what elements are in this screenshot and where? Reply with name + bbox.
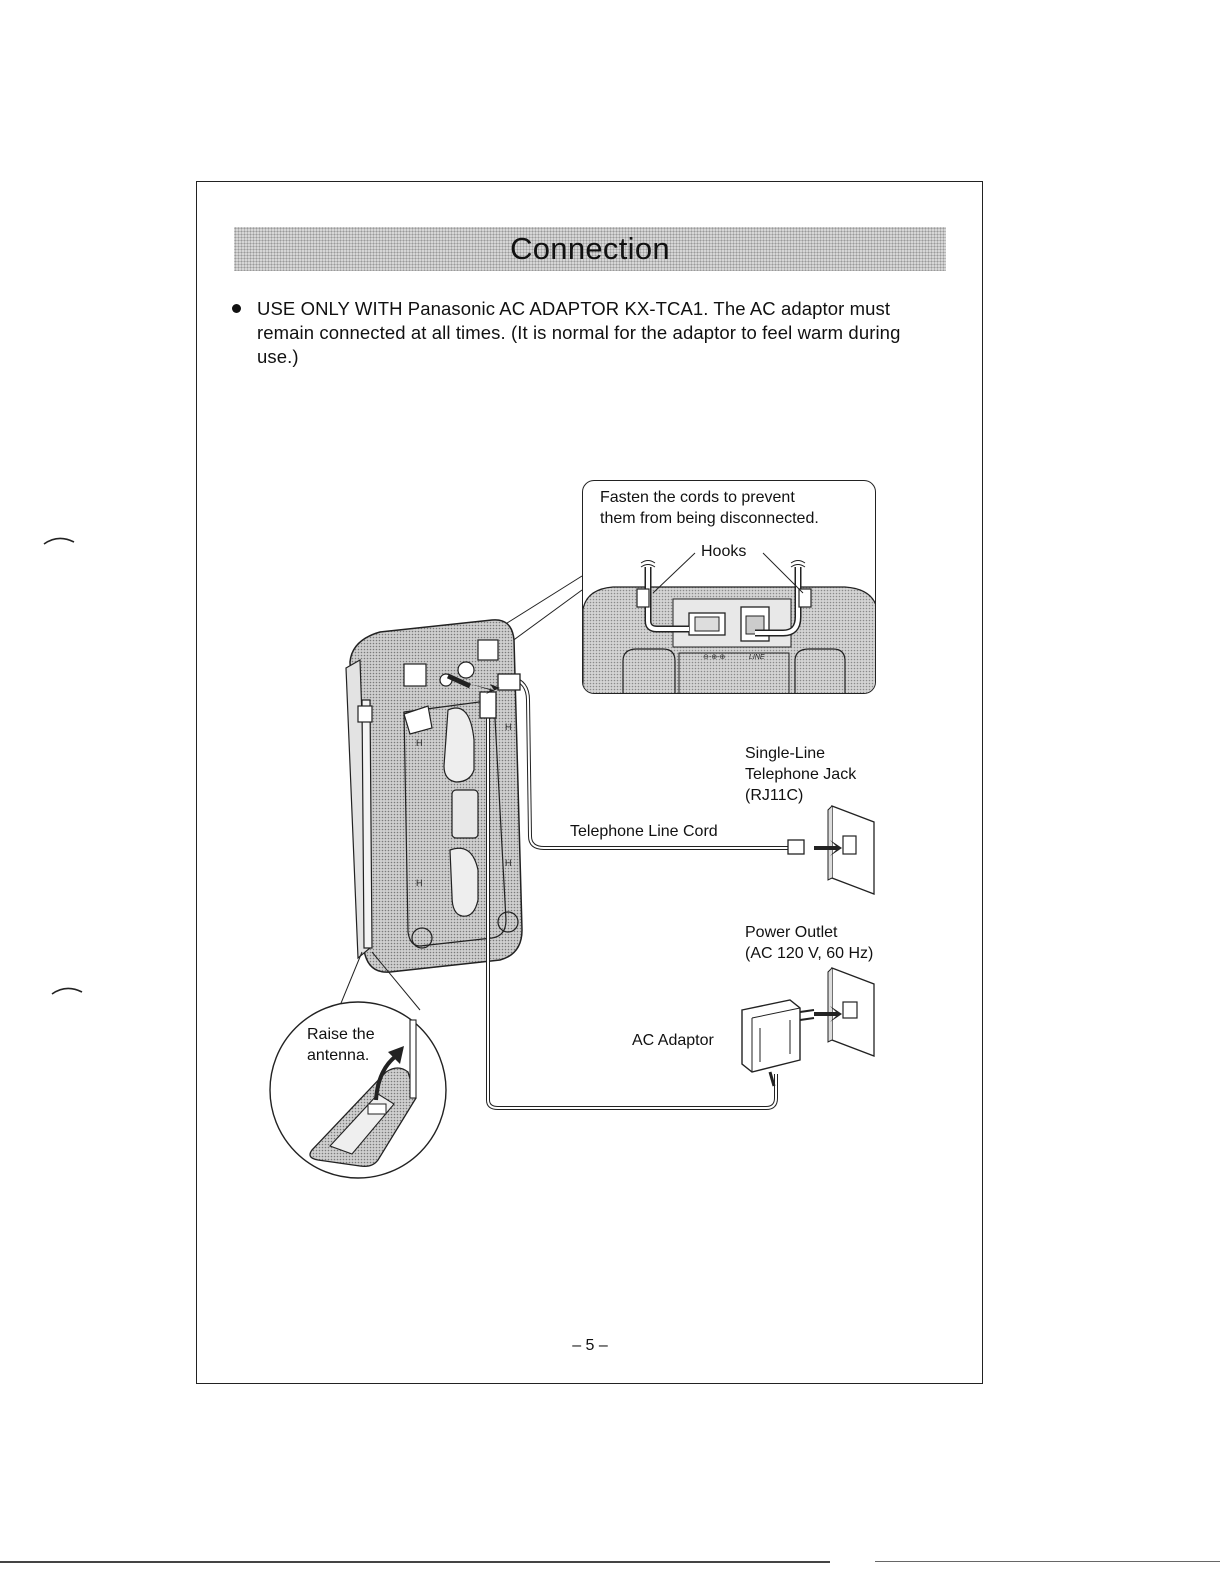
hooks-detail-illustration: ⊖-⊕-⊕ LINE xyxy=(583,552,875,693)
ac-adaptor-cord xyxy=(479,691,778,1110)
antenna-label-line-2: antenna. xyxy=(307,1047,370,1064)
callout-instruction: Fasten the cords to prevent them from be… xyxy=(600,487,870,529)
base-unit-back-view: H H H H xyxy=(345,619,523,973)
ac-adaptor-label: AC Adaptor xyxy=(632,1032,714,1049)
outlet-label-line-1: Power Outlet xyxy=(745,924,838,941)
antenna-inset-circle xyxy=(269,951,447,1179)
raised-antenna xyxy=(409,1019,417,1099)
svg-text:H: H xyxy=(505,858,512,868)
scan-edge-line xyxy=(0,1561,830,1563)
plug-in-arrow-icon xyxy=(814,1006,842,1022)
warning-note: USE ONLY WITH Panasonic AC ADAPTOR KX-TC… xyxy=(257,298,901,367)
svg-text:H: H xyxy=(416,738,423,748)
plug-in-arrow-icon xyxy=(814,840,842,856)
scan-edge-line xyxy=(875,1561,1220,1562)
page-frame xyxy=(196,181,983,1384)
page-title: Connection xyxy=(510,231,670,266)
svg-text:H: H xyxy=(505,722,512,732)
callout-line-2: them from being disconnected. xyxy=(600,510,819,527)
scan-mark xyxy=(43,537,75,545)
antenna xyxy=(361,699,373,949)
callout-line-1: Fasten the cords to prevent xyxy=(600,489,795,506)
jack-label-line-3: (RJ11C) xyxy=(745,787,804,804)
outlet-label-line-2: (AC 120 V, 60 Hz) xyxy=(745,945,874,962)
telephone-cord-label: Telephone Line Cord xyxy=(570,823,718,840)
ac-adaptor xyxy=(741,999,815,1087)
power-outlet xyxy=(814,967,875,1057)
telephone-line-cord xyxy=(497,673,805,855)
section-title-bar: Connection xyxy=(234,227,946,271)
hooks-detail-callout: ⊖-⊕-⊕ LINE xyxy=(582,480,876,694)
jack-label-line-2: Telephone Jack xyxy=(745,766,857,783)
line-marking-text: LINE xyxy=(749,654,765,661)
svg-text:⊖-⊕-⊕: ⊖-⊕-⊕ xyxy=(703,654,725,661)
jack-label-line-1: Single-Line xyxy=(745,745,826,762)
raise-arrow-icon xyxy=(374,1054,398,1101)
telephone-wall-jack xyxy=(814,805,875,895)
page-number: – 5 – xyxy=(572,1337,608,1354)
antenna-label-line-1: Raise the xyxy=(307,1026,375,1043)
hooks-label: Hooks xyxy=(701,543,747,560)
svg-text:H: H xyxy=(416,878,423,888)
bullet-icon xyxy=(232,304,241,313)
scan-mark xyxy=(51,987,83,995)
